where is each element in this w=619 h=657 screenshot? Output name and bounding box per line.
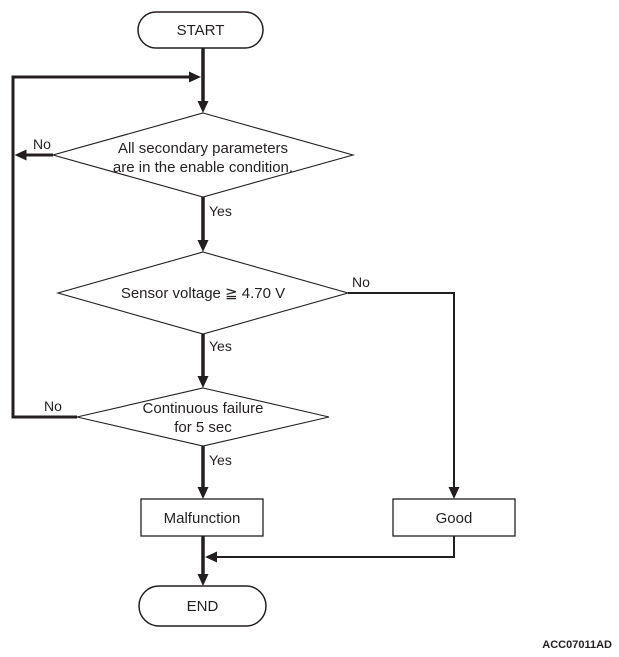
good-node: Good	[392, 498, 516, 537]
edge-feedback-loop	[11, 75, 189, 419]
continuous-failure-decision: Continuous failure for 5 sec	[76, 387, 330, 447]
arrowhead-good-merge	[205, 551, 217, 563]
malfunction-box-shape	[140, 498, 264, 537]
start-node: START	[137, 11, 264, 49]
arrowhead-into-good	[448, 487, 460, 499]
edge-sensor-voltage-no	[348, 292, 455, 488]
continuous-failure-label-line2: for 5 sec	[174, 419, 232, 436]
continuous-failure-label-line1: Continuous failure	[143, 400, 264, 417]
good-label: Good	[436, 510, 473, 527]
secondary-params-decision: All secondary parameters are in the enab…	[50, 112, 356, 198]
sensor-voltage-yes-label: Yes	[209, 338, 232, 354]
secondary-params-label-line1: All secondary parameters	[118, 140, 288, 157]
continuous-failure-diamond-shape	[76, 387, 330, 447]
arrowhead-into-end	[197, 574, 209, 586]
edge-good-to-merge	[217, 536, 455, 558]
start-label: START	[177, 22, 225, 39]
continuous-failure-no-label: No	[44, 398, 62, 414]
sensor-voltage-label: Sensor voltage ≧ 4.70 V	[121, 285, 285, 302]
arrowhead-into-secondary-params	[197, 101, 209, 113]
sensor-voltage-decision: Sensor voltage ≧ 4.70 V	[55, 251, 351, 335]
secondary-params-yes-label: Yes	[209, 203, 232, 219]
arrowhead-feedback-into-main	[189, 71, 201, 83]
end-terminator-shape	[138, 585, 267, 627]
sensor-voltage-no-label: No	[352, 274, 370, 290]
arrowhead-into-malfunction	[197, 487, 209, 499]
malfunction-node: Malfunction	[140, 498, 264, 537]
arrowhead-into-sensor-voltage	[197, 240, 209, 252]
continuous-failure-yes-label: Yes	[209, 452, 232, 468]
start-terminator-shape	[137, 11, 264, 49]
end-label: END	[187, 598, 219, 615]
arrowhead-secondary-params-no	[14, 149, 27, 161]
arrowhead-into-continuous-failure	[197, 376, 209, 388]
secondary-params-no-label: No	[33, 136, 51, 152]
malfunction-label: Malfunction	[164, 510, 241, 527]
good-box-shape	[392, 498, 516, 537]
secondary-params-diamond-shape	[50, 112, 356, 198]
figure-code-label: ACC07011AD	[542, 639, 612, 651]
end-node: END	[138, 585, 267, 627]
secondary-params-label-line2: are in the enable condition.	[113, 159, 293, 176]
sensor-voltage-diamond-shape	[55, 251, 351, 335]
